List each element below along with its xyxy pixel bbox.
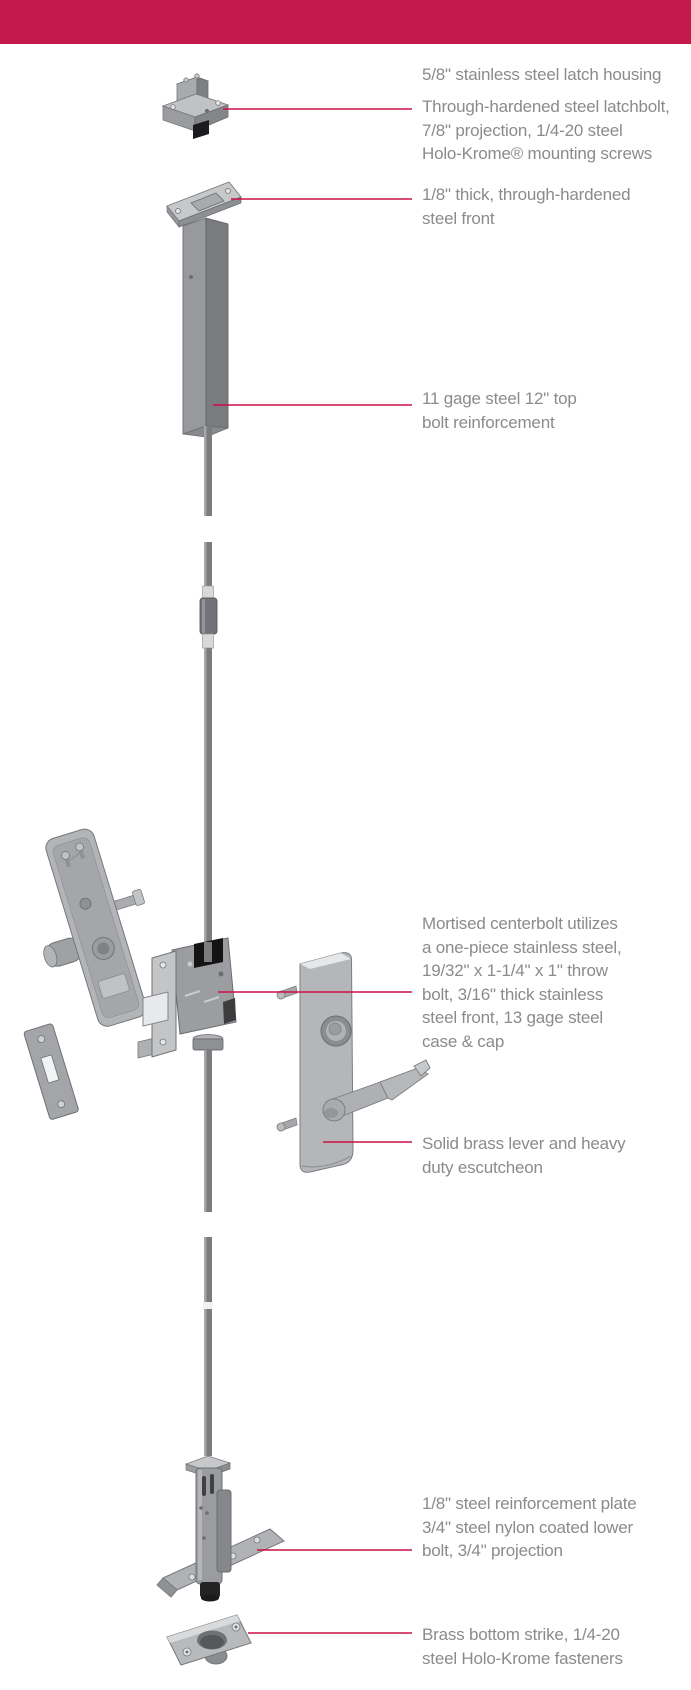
leader-lines bbox=[213, 108, 412, 1634]
top-front-plate-icon bbox=[166, 181, 242, 234]
callout-line: 1/8" thick, through-hardened bbox=[422, 185, 631, 204]
callout-line: duty escutcheon bbox=[422, 1157, 543, 1177]
callout-line: a one-piece stainless steel, bbox=[422, 937, 622, 957]
lower-bolt-icon bbox=[156, 1455, 285, 1602]
callout-line: Through-hardened steel latchbolt, bbox=[422, 97, 670, 116]
mortise-case-icon bbox=[137, 937, 237, 1212]
callout-line: Holo-Krome® mounting screws bbox=[422, 144, 653, 163]
callout-latchbolt: Through-hardened steel latchbolt, 7/8" p… bbox=[422, 95, 688, 166]
callout-line: 5/8" stainless steel latch housing bbox=[422, 65, 662, 84]
callout-line: bolt, 3/16" thick stainless bbox=[422, 984, 604, 1004]
callout-lever: Solid brass lever and heavy duty escutch… bbox=[422, 1132, 688, 1179]
top-bolt-icon bbox=[182, 217, 229, 516]
callout-top-bolt: 11 gage steel 12" top bolt reinforcement bbox=[422, 387, 688, 434]
strike-plate-icon bbox=[23, 1023, 79, 1120]
callout-line: steel front bbox=[422, 208, 495, 228]
callout-line: 7/8" projection, 1/4-20 steel bbox=[422, 120, 623, 140]
inside-escutcheon-icon bbox=[43, 828, 147, 1027]
header-bar bbox=[0, 0, 691, 44]
callout-line: 1/8" steel reinforcement plate bbox=[422, 1494, 637, 1513]
callout-line: 11 gage steel 12" top bbox=[422, 389, 577, 408]
callout-line: steel Holo-Krome fasteners bbox=[422, 1648, 623, 1668]
callout-line: case & cap bbox=[422, 1031, 505, 1051]
callout-line: Solid brass lever and heavy bbox=[422, 1134, 626, 1153]
front-escutcheon-icon bbox=[276, 952, 431, 1173]
callout-line: bolt reinforcement bbox=[422, 412, 555, 432]
lower-rod-icon bbox=[203, 1237, 213, 1456]
callout-line: steel front, 13 gage steel bbox=[422, 1008, 603, 1027]
latch-housing-icon bbox=[161, 73, 230, 139]
bottom-strike-icon bbox=[166, 1614, 252, 1666]
callout-line: bolt, 3/4" projection bbox=[422, 1541, 563, 1560]
callout-line: Mortised centerbolt utilizes bbox=[422, 914, 618, 933]
callout-bottom-strike: Brass bottom strike, 1/4-20 steel Holo-K… bbox=[422, 1623, 688, 1670]
callout-line: 19/32" x 1-1/4" x 1" throw bbox=[422, 961, 608, 980]
connecting-rod-icon bbox=[199, 542, 218, 960]
callout-centerbolt: Mortised centerbolt utilizes a one-piece… bbox=[422, 912, 688, 1053]
callout-line: Brass bottom strike, 1/4-20 bbox=[422, 1625, 620, 1644]
callout-latch-housing: 5/8" stainless steel latch housing bbox=[422, 63, 688, 87]
callout-lower-bolt: 1/8" steel reinforcement plate 3/4" stee… bbox=[422, 1492, 688, 1563]
callout-line: 3/4" steel nylon coated lower bbox=[422, 1517, 633, 1537]
callout-steel-front: 1/8" thick, through-hardened steel front bbox=[422, 183, 688, 230]
